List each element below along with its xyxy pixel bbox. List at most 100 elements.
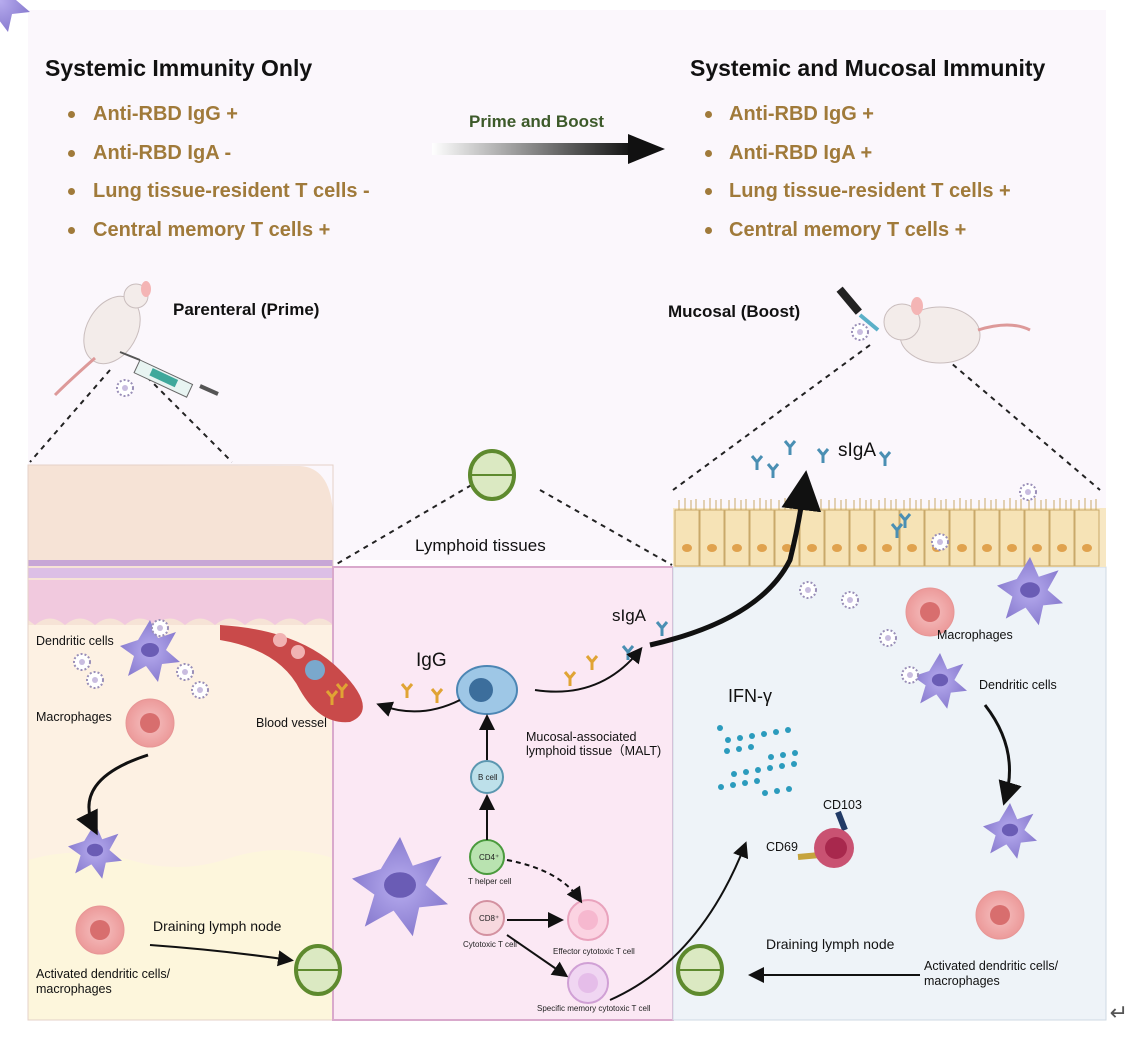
- b-cell-label: B cell: [478, 773, 498, 782]
- antibody: [878, 451, 892, 466]
- bullet: [705, 111, 712, 118]
- blood-vessel: [220, 625, 363, 723]
- left-item: Lung tissue-resident T cells -: [93, 180, 370, 202]
- virus-particle: [901, 666, 919, 684]
- dendritic-cell-lymphoid: [352, 837, 448, 937]
- dendritic-cell: [997, 557, 1063, 626]
- epithelial-cell: [699, 509, 725, 567]
- virus-particle: [116, 379, 134, 397]
- lymphoid-title: Lymphoid tissues: [415, 536, 546, 555]
- right-item: Anti-RBD IgG +: [729, 103, 874, 125]
- effector-t-cell: [567, 899, 609, 941]
- bullet: [705, 188, 712, 195]
- macrophage: [975, 890, 1025, 940]
- epithelial-cell: [849, 509, 875, 567]
- epithelial-cell: [1024, 509, 1050, 567]
- dendritic-cell: [913, 653, 967, 709]
- cd4-label: CD4⁺: [479, 853, 500, 862]
- left-panel-title: Systemic Immunity Only: [45, 55, 313, 81]
- arrows: [76, 470, 1022, 1001]
- virus-particle: [151, 619, 169, 637]
- skin-section: [27, 464, 334, 1021]
- mucosal-label: Mucosal (Boost): [668, 302, 801, 321]
- macrophage: [125, 698, 175, 748]
- skin-dendritic-label: Dendritic cells: [36, 634, 114, 648]
- left-item: Central memory T cells +: [93, 219, 331, 241]
- virus-particle: [86, 671, 104, 689]
- macrophage: [75, 905, 125, 955]
- virus-particle: [176, 663, 194, 681]
- b-cell-malt: [456, 665, 518, 715]
- b-cell: [470, 760, 504, 794]
- epithelial-cell: [824, 509, 850, 567]
- lymph-node-icon-top: [468, 449, 516, 501]
- epithelial-cell: [674, 509, 700, 567]
- antibody: [783, 440, 797, 455]
- mucosa-dendritic-label: Dendritic cells: [979, 678, 1057, 692]
- skin-activated-label: Activated dendritic cells/ macrophages: [36, 967, 171, 996]
- t-helper-label: T helper cell: [468, 877, 512, 886]
- antibody: [655, 621, 669, 636]
- antibody: [400, 683, 414, 698]
- epithelial-cell: [974, 509, 1000, 567]
- virus-particle: [851, 323, 869, 341]
- virus-particle: [73, 653, 91, 671]
- parenteral-label: Parenteral (Prime): [173, 300, 320, 319]
- dendritic-cell: [68, 823, 122, 879]
- mucosa-activated-label: Activated dendritic cells/ macrophages: [924, 959, 1059, 988]
- igg-label: IgG: [416, 650, 447, 671]
- right-item: Lung tissue-resident T cells +: [729, 180, 1011, 202]
- cytotoxic-label: Cytotoxic T cell: [463, 940, 517, 949]
- mucosa-draining-label: Draining lymph node: [766, 936, 895, 952]
- effector-label: Effector cytotoxic T cell: [553, 947, 635, 956]
- virus-particle: [1019, 483, 1037, 501]
- lymph-node-icon-right: [676, 944, 724, 996]
- cd103-label: CD103: [823, 798, 862, 812]
- mouse-right: [883, 297, 1031, 364]
- antibody: [335, 683, 349, 698]
- right-item: Central memory T cells +: [729, 219, 967, 241]
- ifn-gamma-dots: [717, 725, 798, 796]
- zoom-lines: [29, 344, 1101, 566]
- skin-macrophages-label: Macrophages: [36, 710, 112, 724]
- antibody: [816, 448, 830, 463]
- blood-vessel-label: Blood vessel: [256, 716, 327, 730]
- lymphoid-section: [332, 566, 674, 1021]
- malt-label: Mucosal-associated lymphoid tissue（MALT): [526, 730, 662, 758]
- cd69-label: CD69: [766, 840, 798, 854]
- memory-label: Specific memory cytotoxic T cell: [537, 1004, 651, 1013]
- mouse-left: [53, 281, 151, 397]
- dropper-icon: [836, 286, 880, 332]
- epithelial-cell: [949, 509, 975, 567]
- antibody: [585, 655, 599, 670]
- left-item: Anti-RBD IgG +: [93, 103, 238, 125]
- antibody: [430, 688, 444, 703]
- right-item: Anti-RBD IgA +: [729, 142, 873, 164]
- bullet: [68, 111, 75, 118]
- prime-boost-label: Prime and Boost: [469, 112, 605, 131]
- virus-particle: [799, 581, 817, 599]
- antibody: [766, 463, 780, 478]
- cd8-cell: [469, 900, 505, 936]
- lymph-node-icon-left: [294, 944, 342, 996]
- bullet: [68, 150, 75, 157]
- epithelial-cell: [1049, 509, 1075, 567]
- left-item: Anti-RBD IgA -: [93, 142, 232, 164]
- epithelial-cell: [799, 509, 825, 567]
- trm-cell: [797, 810, 854, 868]
- antibody: [750, 455, 764, 470]
- bullet: [68, 188, 75, 195]
- dendritic-cell-skin: [0, 0, 30, 32]
- cd8-label: CD8⁺: [479, 914, 500, 923]
- epithelial-cell: [999, 509, 1025, 567]
- syringe-icon: [119, 351, 219, 398]
- mucosa-siga-label: sIgA: [838, 440, 877, 461]
- virus-particle: [879, 629, 897, 647]
- antibody: [898, 513, 912, 528]
- return-icon: ↵: [1109, 1000, 1128, 1025]
- bullet: [705, 227, 712, 234]
- macrophage: [905, 587, 955, 637]
- epithelial-layer: [674, 498, 1100, 567]
- virus-particle: [841, 591, 859, 609]
